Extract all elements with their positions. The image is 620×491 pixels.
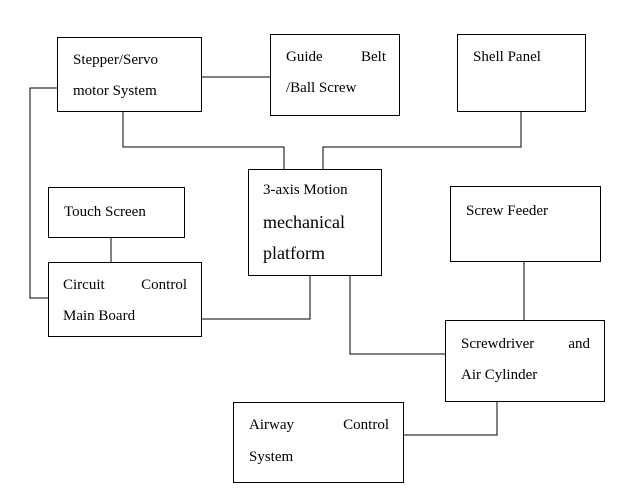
board-label-word2: Control	[141, 277, 187, 293]
connector-board-platform	[202, 276, 311, 320]
stepper-label-line2: motor System	[73, 83, 157, 99]
board-label-line1: Circuit Control	[63, 277, 187, 294]
touch-screen-box: Touch Screen	[48, 187, 185, 238]
board-label-line2: Main Board	[63, 308, 136, 324]
airway-label-line1: Airway Control	[249, 417, 389, 434]
stepper-servo-box: Stepper/Servo motor System	[57, 37, 202, 112]
connector-platform-screwdriver	[349, 276, 445, 355]
screwdriver-label-line2: Air Cylinder	[461, 367, 538, 383]
guide-label-word2: Belt	[361, 49, 386, 65]
platform-label-line1: 3-axis Motion	[263, 182, 348, 198]
board-label-word1: Circuit	[63, 277, 105, 293]
shell-label: Shell Panel	[473, 49, 541, 65]
shell-panel-box: Shell Panel	[457, 34, 586, 112]
circuit-board-box: Circuit Control Main Board	[48, 262, 202, 337]
guide-label-line2: /Ball Screw	[286, 80, 357, 96]
connector-stepper-board	[29, 87, 57, 299]
platform-label-line2: mechanical	[263, 212, 345, 232]
guide-label-word1: Guide	[286, 49, 323, 65]
guide-belt-box: Guide Belt /Ball Screw	[270, 34, 400, 116]
screw-feeder-box: Screw Feeder	[450, 186, 601, 262]
airway-label-line2: System	[249, 449, 294, 465]
airway-control-box: Airway Control System	[233, 402, 404, 483]
touch-label: Touch Screen	[64, 204, 146, 220]
feeder-label: Screw Feeder	[466, 203, 549, 219]
screwdriver-box: Screwdriver and Air Cylinder	[445, 320, 605, 402]
airway-label-word2: Control	[343, 417, 389, 433]
screwdriver-label-word2: and	[568, 336, 590, 352]
platform-label-line3: platform	[263, 243, 325, 263]
screwdriver-label-line1: Screwdriver and	[461, 336, 590, 353]
guide-label-line1: Guide Belt	[286, 49, 386, 66]
airway-label-word1: Airway	[249, 417, 294, 433]
connector-screwdriver-airway	[404, 402, 498, 436]
stepper-label-line1: Stepper/Servo	[73, 52, 158, 68]
connector-stepper-platform	[122, 112, 285, 169]
connector-shell-platform	[322, 112, 522, 169]
motion-platform-box: 3-axis Motion mechanical platform	[248, 169, 382, 276]
screwdriver-label-word1: Screwdriver	[461, 336, 535, 352]
